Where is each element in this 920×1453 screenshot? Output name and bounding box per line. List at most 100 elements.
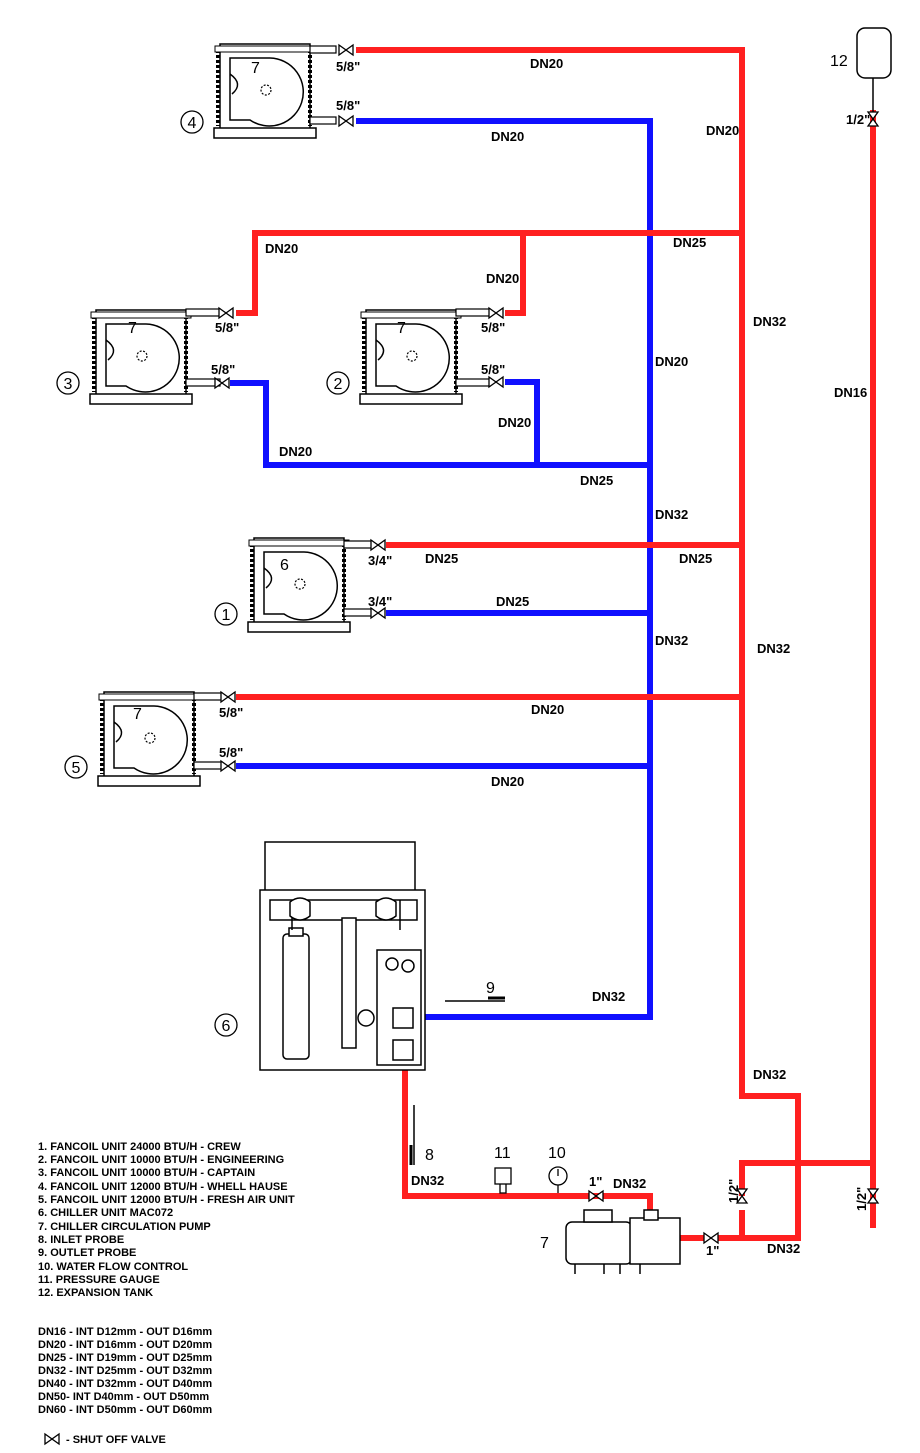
- pipe-label: DN16: [834, 385, 867, 400]
- outlet-probe-label: 9: [486, 980, 495, 997]
- inlet-probe: 8: [409, 1105, 434, 1165]
- unit-4-fan-label: 7: [251, 60, 260, 77]
- pipe-label: DN25: [580, 473, 613, 488]
- pressure-gauge: 11: [494, 1145, 512, 1194]
- supply-pipe-unit2: [505, 233, 526, 316]
- pipe-label: DN20: [498, 415, 531, 430]
- pipe-label: DN20: [655, 354, 688, 369]
- chiller-unit: [259, 841, 426, 1071]
- fancoil-unit-3: 7: [88, 308, 194, 406]
- unit-2-return-size: 5/8": [481, 362, 505, 377]
- pipe-size-item: DN60 - INT D50mm - OUT D60mm: [38, 1404, 212, 1416]
- unit-2-fan-label: 7: [397, 320, 406, 337]
- supply-riser: [716, 225, 801, 1241]
- expansion-tank: 12 1/2": [830, 27, 892, 127]
- expansion-tank-label: 12: [830, 53, 848, 70]
- unit-1-return-size: 3/4": [368, 594, 392, 609]
- unit-4-circle-label: 4: [188, 115, 197, 132]
- unit-2-supply-size: 5/8": [481, 320, 505, 335]
- tank-left-valve-size: 1/2": [726, 1179, 741, 1203]
- unit-4-return-size: 5/8": [336, 98, 360, 113]
- circulation-pump: [565, 1209, 681, 1274]
- unit-3-circle-label: 3: [64, 376, 73, 393]
- pipe-size-legend: DN16 - INT D12mm - OUT D16mm DN20 - INT …: [38, 1326, 212, 1416]
- legend-item: 6. CHILLER UNIT MAC072: [38, 1207, 173, 1219]
- fancoil-unit-1: 6: [246, 536, 352, 634]
- pump-outlet-valve-size: 1": [706, 1243, 719, 1258]
- pipe-label: DN32: [655, 507, 688, 522]
- pipe-size-item: DN25 - INT D19mm - OUT D25mm: [38, 1352, 212, 1364]
- unit-3-fan-label: 7: [128, 320, 137, 337]
- pipe-size-item: DN40 - INT D32mm - OUT D40mm: [38, 1378, 212, 1390]
- unit-5-circle-label: 5: [72, 760, 81, 777]
- pipe-label: DN32: [757, 641, 790, 656]
- legend-item: 8. INLET PROBE: [38, 1234, 124, 1246]
- pipe-label: DN32: [655, 633, 688, 648]
- pipe-label: DN20: [491, 774, 524, 789]
- pump-inlet-valve-size: 1": [589, 1174, 602, 1189]
- legend-item: 7. CHILLER CIRCULATION PUMP: [38, 1221, 211, 1233]
- pipe-label: DN32: [753, 314, 786, 329]
- pipe-label: DN20: [706, 123, 739, 138]
- valve-legend: - SHUT OFF VALVE: [44, 1433, 166, 1446]
- pipe-size-item: DN32 - INT D25mm - OUT D32mm: [38, 1365, 212, 1377]
- legend-item: 2. FANCOIL UNIT 10000 BTU/H - ENGINEERIN…: [38, 1154, 284, 1166]
- legend-item: 10. WATER FLOW CONTROL: [38, 1261, 188, 1273]
- pipe-label: DN32: [767, 1241, 800, 1256]
- pipe-label: DN20: [265, 241, 298, 256]
- pipe-label: DN25: [496, 594, 529, 609]
- pipe-label: DN25: [673, 235, 706, 250]
- legend-item: 5. FANCOIL UNIT 12000 BTU/H - FRESH AIR …: [38, 1194, 295, 1206]
- supply-pipe-unit4: [356, 47, 745, 233]
- pipe-size-item: DN16 - INT D12mm - OUT D16mm: [38, 1326, 212, 1338]
- pipe-label: DN20: [531, 702, 564, 717]
- fancoil-unit-5: 7: [96, 690, 202, 788]
- outlet-probe: 9: [445, 980, 505, 1002]
- chiller-circle-label: 6: [222, 1018, 231, 1035]
- pipe-label: DN32: [753, 1067, 786, 1082]
- legend-item: 9. OUTLET PROBE: [38, 1247, 136, 1259]
- legend-item: 3. FANCOIL UNIT 10000 BTU/H - CAPTAIN: [38, 1167, 255, 1179]
- supply-branch-units23: [236, 230, 742, 316]
- expansion-bypass: [739, 1160, 873, 1196]
- legend-item: 11. PRESSURE GAUGE: [38, 1274, 160, 1286]
- pipe-label: DN20: [279, 444, 312, 459]
- pipe-label: DN25: [425, 551, 458, 566]
- unit-5-return-size: 5/8": [219, 745, 243, 760]
- pipe-label: DN20: [486, 271, 519, 286]
- pipe-label: DN20: [530, 56, 563, 71]
- tank-valve-size: 1/2": [846, 112, 870, 127]
- legend-item: 12. EXPANSION TANK: [38, 1287, 153, 1299]
- return-pipe-unit2: [505, 379, 540, 465]
- unit-3-supply-size: 5/8": [215, 320, 239, 335]
- component-legend: 1. FANCOIL UNIT 24000 BTU/H - CREW 2. FA…: [38, 1141, 295, 1299]
- return-riser: [400, 460, 653, 1020]
- tank-right-valve-size: 1/2": [854, 1187, 869, 1211]
- unit-3-return-size: 5/8": [211, 362, 235, 377]
- unit-5-fan-label: 7: [133, 706, 142, 723]
- return-pipe-unit4: [356, 118, 653, 465]
- unit-4-supply-size: 5/8": [336, 59, 360, 74]
- pump-label: 7: [540, 1235, 549, 1252]
- pipe-label: DN32: [613, 1176, 646, 1191]
- valve-legend-text: - SHUT OFF VALVE: [66, 1434, 166, 1446]
- pipe-label: DN32: [592, 989, 625, 1004]
- fancoil-unit-4: 7: [212, 42, 318, 140]
- return-pipe-unit3: [230, 380, 650, 468]
- legend-item: 1. FANCOIL UNIT 24000 BTU/H - CREW: [38, 1141, 241, 1153]
- unit-valves: [214, 44, 504, 772]
- unit-2-circle-label: 2: [334, 376, 343, 393]
- pipe-label: DN20: [491, 129, 524, 144]
- fancoil-unit-2: 7: [358, 308, 464, 406]
- pipe-label: DN25: [679, 551, 712, 566]
- unit-1-supply-size: 3/4": [368, 553, 392, 568]
- inlet-probe-label: 8: [425, 1147, 434, 1164]
- pressure-gauge-label: 11: [494, 1145, 511, 1162]
- pipe-size-item: DN50- INT D40mm - OUT D50mm: [38, 1391, 209, 1403]
- unit-5-supply-size: 5/8": [219, 705, 243, 720]
- pipe-size-item: DN20 - INT D16mm - OUT D20mm: [38, 1339, 212, 1351]
- flow-control: 10: [548, 1145, 568, 1193]
- unit-1-fan-label: 6: [280, 557, 289, 574]
- flow-control-label: 10: [548, 1145, 566, 1162]
